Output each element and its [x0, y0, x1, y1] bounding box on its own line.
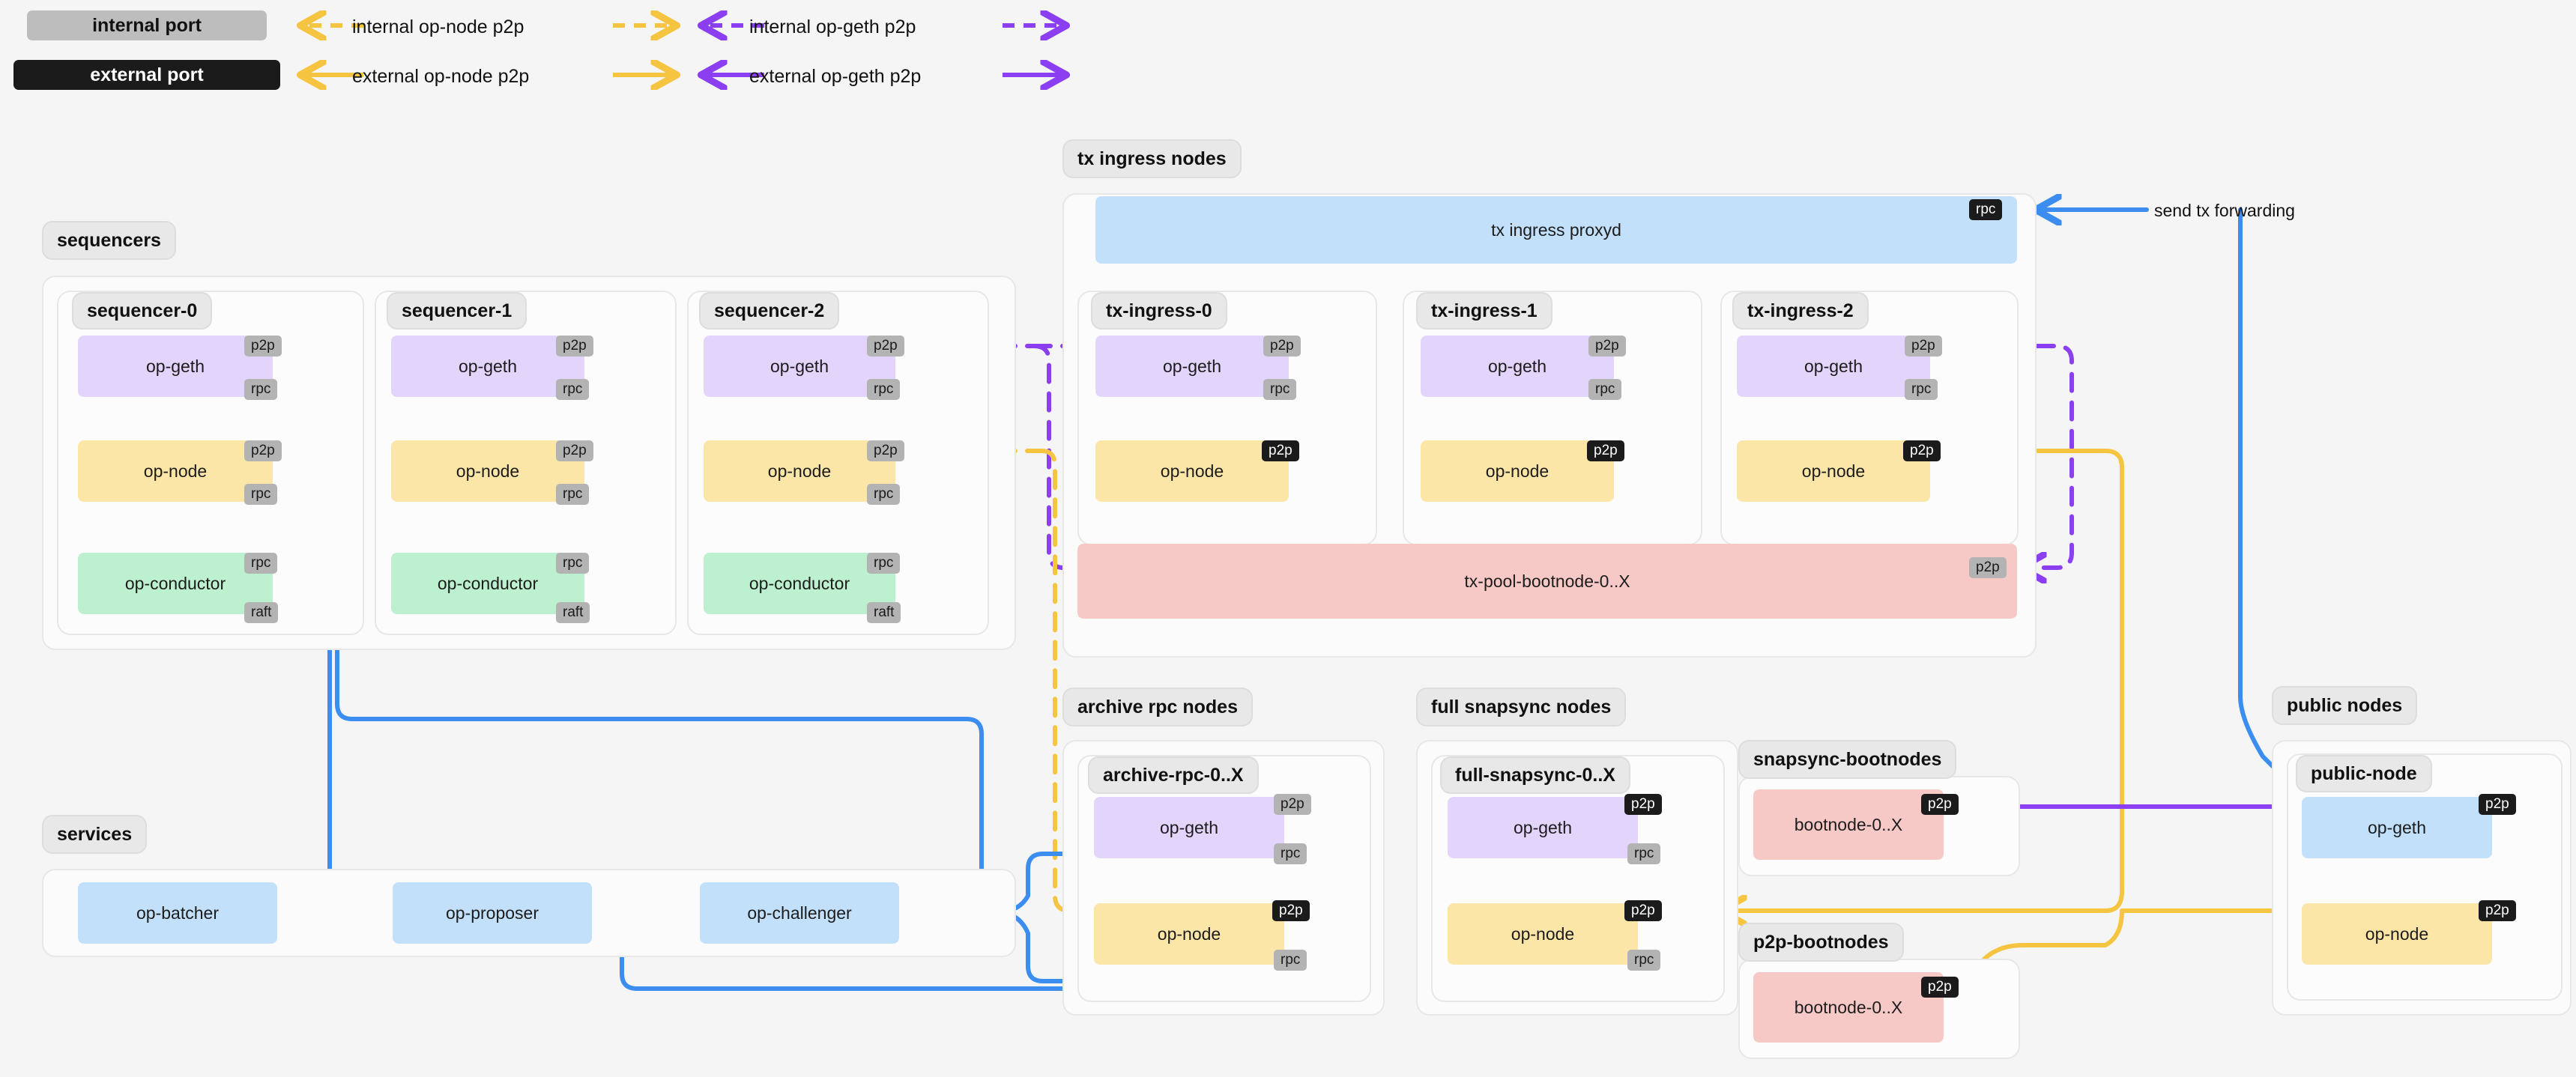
port-p2p-internal[interactable]: p2p: [867, 440, 904, 461]
service-op-node[interactable]: op-node: [2302, 903, 2492, 965]
node-label-sequencer-2: sequencer-2: [699, 292, 840, 330]
port-p2p-external[interactable]: p2p: [1903, 440, 1941, 461]
legend-arrow-internal-geth-left: [686, 10, 764, 40]
node-tx-ingress-0[interactable]: [1077, 291, 1377, 545]
service-op-node[interactable]: op-node: [1095, 440, 1289, 502]
legend-label-internal-op-geth-p2p: internal op-geth p2p: [749, 16, 916, 37]
service-op-conductor[interactable]: op-conductor: [78, 553, 273, 614]
legend-arrow-external-node-left: [285, 60, 363, 90]
node-label-sequencer-1: sequencer-1: [387, 292, 527, 330]
legend-arrow-external-geth-right: [1003, 60, 1079, 90]
service-snapsync-bootnode[interactable]: bootnode-0..X: [1753, 789, 1944, 860]
node-label-sequencer-0: sequencer-0: [72, 292, 213, 330]
port-p2p-external[interactable]: p2p: [1921, 977, 1959, 998]
service-op-proposer[interactable]: op-proposer: [393, 882, 592, 944]
group-label-tx-ingress-nodes: tx ingress nodes: [1062, 139, 1242, 178]
node-label-public-node: public-node: [2296, 755, 2432, 792]
service-op-geth[interactable]: op-geth: [1448, 797, 1638, 858]
service-tx-ingress-proxyd[interactable]: tx ingress proxyd: [1095, 196, 2017, 264]
legend-arrow-internal-node-right: [613, 10, 689, 40]
service-op-geth[interactable]: op-geth: [78, 336, 273, 397]
port-rpc-internal[interactable]: rpc: [556, 379, 590, 400]
port-rpc-internal[interactable]: rpc: [1274, 843, 1307, 864]
port-p2p-internal[interactable]: p2p: [1969, 557, 2007, 578]
port-rpc-internal[interactable]: rpc: [867, 484, 901, 505]
group-label-services: services: [42, 815, 148, 854]
service-op-geth[interactable]: op-geth: [1737, 336, 1930, 397]
port-rpc-internal[interactable]: rpc: [1263, 379, 1297, 400]
service-op-challenger[interactable]: op-challenger: [700, 882, 899, 944]
port-p2p-internal[interactable]: p2p: [1263, 336, 1301, 357]
service-p2p-bootnode[interactable]: bootnode-0..X: [1753, 972, 1944, 1043]
node-label-full-snapsync-0-X: full-snapsync-0..X: [1440, 756, 1630, 794]
port-p2p-internal[interactable]: p2p: [1274, 794, 1311, 815]
service-op-geth[interactable]: op-geth: [1421, 336, 1614, 397]
node-label-tx-ingress-2: tx-ingress-2: [1732, 292, 1869, 330]
service-op-node[interactable]: op-node: [1421, 440, 1614, 502]
legend-label-external-op-node-p2p: external op-node p2p: [352, 66, 530, 87]
service-op-node[interactable]: op-node: [1448, 903, 1638, 965]
port-p2p-external[interactable]: p2p: [1272, 900, 1310, 921]
port-rpc-external[interactable]: rpc: [1969, 199, 2003, 220]
port-rpc-internal[interactable]: rpc: [244, 484, 278, 505]
node-tx-ingress-2[interactable]: [1720, 291, 2019, 545]
port-p2p-internal[interactable]: p2p: [556, 336, 593, 357]
legend-label-external-op-geth-p2p: external op-geth p2p: [749, 66, 922, 87]
legend-arrow-internal-geth-right: [1003, 10, 1079, 40]
node-label-tx-ingress-1: tx-ingress-1: [1416, 292, 1552, 330]
annotation-send-tx-forwarding: send tx forwarding: [2154, 201, 2295, 220]
port-rpc-internal[interactable]: rpc: [556, 553, 590, 574]
port-rpc-internal[interactable]: rpc: [1627, 950, 1661, 971]
legend-arrow-external-geth-left: [686, 60, 764, 90]
port-rpc-internal[interactable]: rpc: [1274, 950, 1307, 971]
port-p2p-external[interactable]: p2p: [1587, 440, 1624, 461]
service-tx-pool-bootnode[interactable]: tx-pool-bootnode-0..X: [1077, 544, 2017, 619]
port-rpc-internal[interactable]: rpc: [556, 484, 590, 505]
port-p2p-internal[interactable]: p2p: [867, 336, 904, 357]
port-raft-internal[interactable]: raft: [556, 602, 590, 623]
service-op-node[interactable]: op-node: [78, 440, 273, 502]
service-op-geth[interactable]: op-geth: [2302, 797, 2492, 858]
node-label-tx-ingress-0: tx-ingress-0: [1091, 292, 1227, 330]
port-p2p-internal[interactable]: p2p: [1905, 336, 1942, 357]
node-label-archive-rpc-0-X: archive-rpc-0..X: [1088, 756, 1259, 794]
port-rpc-internal[interactable]: rpc: [867, 553, 901, 574]
port-p2p-internal[interactable]: p2p: [244, 336, 282, 357]
port-raft-internal[interactable]: raft: [244, 602, 279, 623]
port-p2p-external[interactable]: p2p: [2479, 794, 2516, 815]
port-p2p-internal[interactable]: p2p: [244, 440, 282, 461]
group-label-archive-rpc-nodes: archive rpc nodes: [1062, 688, 1253, 726]
port-rpc-internal[interactable]: rpc: [244, 379, 278, 400]
service-op-node[interactable]: op-node: [1094, 903, 1284, 965]
service-op-geth[interactable]: op-geth: [1094, 797, 1284, 858]
service-op-node[interactable]: op-node: [1737, 440, 1930, 502]
legend-arrow-external-node-right: [613, 60, 689, 90]
service-op-node[interactable]: op-node: [704, 440, 895, 502]
port-raft-internal[interactable]: raft: [867, 602, 901, 623]
port-rpc-internal[interactable]: rpc: [1627, 843, 1661, 864]
port-p2p-external[interactable]: p2p: [1262, 440, 1299, 461]
legend-internal-port-swatch: internal port: [27, 10, 267, 40]
port-p2p-internal[interactable]: p2p: [556, 440, 593, 461]
port-p2p-external[interactable]: p2p: [1921, 794, 1959, 815]
legend-label-internal-op-node-p2p: internal op-node p2p: [352, 16, 524, 37]
service-op-geth[interactable]: op-geth: [1095, 336, 1289, 397]
port-rpc-internal[interactable]: rpc: [867, 379, 901, 400]
group-label-sequencers: sequencers: [42, 221, 176, 260]
service-op-batcher[interactable]: op-batcher: [78, 882, 277, 944]
group-label-p2p-bootnodes: p2p-bootnodes: [1738, 923, 1904, 962]
port-rpc-internal[interactable]: rpc: [1588, 379, 1622, 400]
port-rpc-internal[interactable]: rpc: [244, 553, 278, 574]
port-p2p-internal[interactable]: p2p: [1588, 336, 1626, 357]
group-label-full-snapsync-nodes: full snapsync nodes: [1416, 688, 1627, 726]
group-label-snapsync-bootnodes: snapsync-bootnodes: [1738, 740, 1957, 779]
port-p2p-external[interactable]: p2p: [2479, 900, 2516, 921]
port-rpc-internal[interactable]: rpc: [1905, 379, 1938, 400]
node-tx-ingress-1[interactable]: [1403, 291, 1702, 545]
legend-arrow-internal-node-left: [285, 10, 363, 40]
port-p2p-external[interactable]: p2p: [1624, 900, 1662, 921]
group-label-public-nodes: public nodes: [2272, 686, 2418, 725]
port-p2p-external[interactable]: p2p: [1624, 794, 1662, 815]
legend-external-port-swatch: external port: [13, 60, 280, 90]
